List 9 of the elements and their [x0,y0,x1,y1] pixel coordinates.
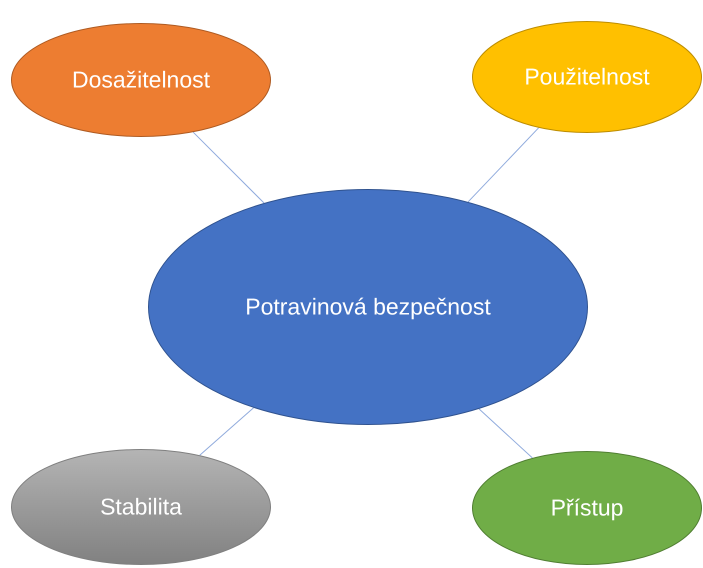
connector-line [468,127,540,202]
connector-line [192,132,265,204]
node-label: Přístup [550,493,624,522]
connector-line [199,407,254,456]
connector-line [478,408,533,458]
node-label: Dosažitelnost [70,65,212,94]
node-label: Stabilita [99,492,183,522]
node-label: Potravinová bezpečnost [244,292,492,322]
node-label: Použitelnost [523,62,651,92]
